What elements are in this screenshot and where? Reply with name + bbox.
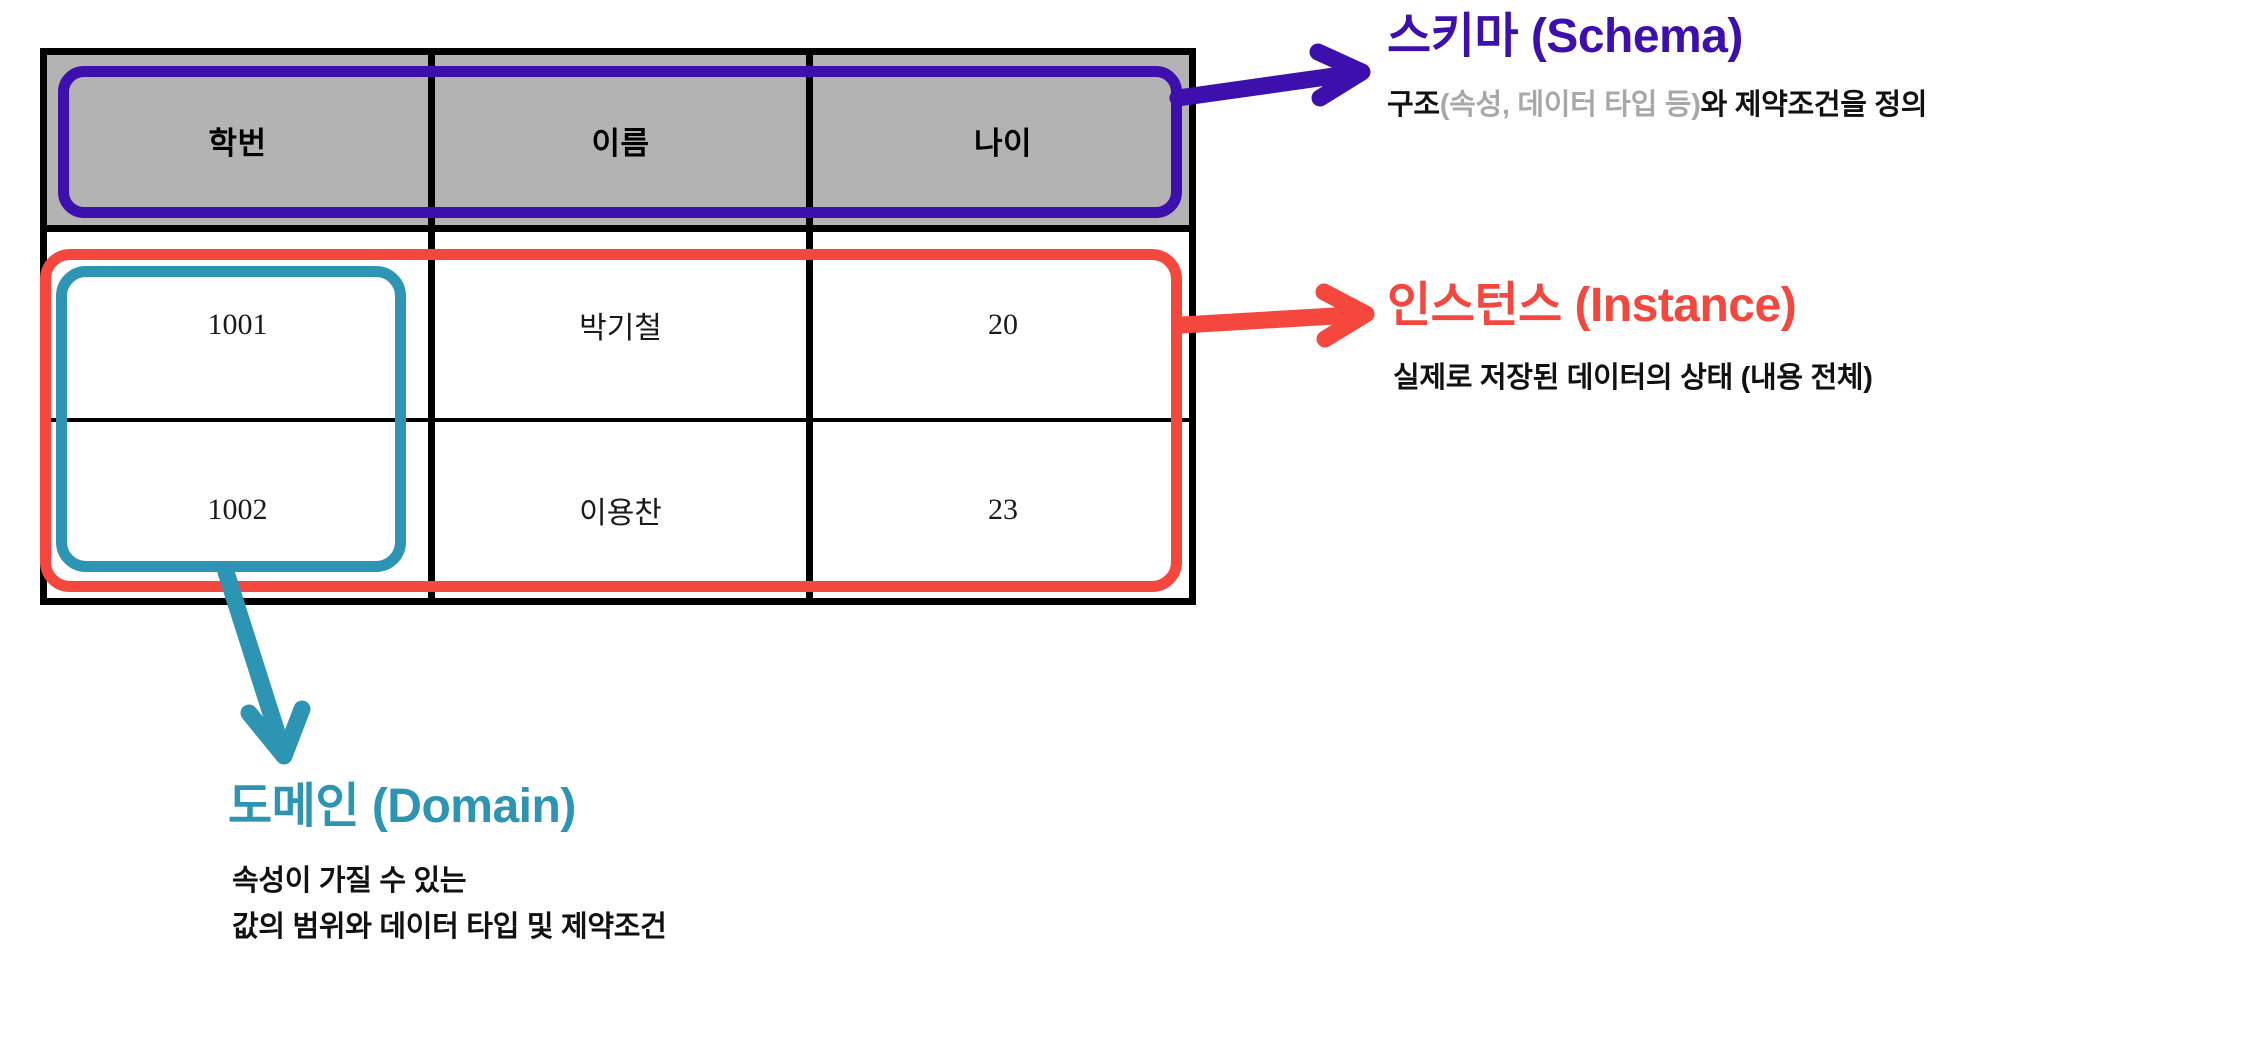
schema-desc-muted: (속성, 데이터 타입 등) [1439,89,1701,122]
cell-age: 23 [988,493,1018,526]
cell-name: 박기철 [428,232,813,418]
table-header-row: 학번 이름 나이 [47,55,1189,232]
instance-annotation: 인스턴스 (Instance) 실제로 저장된 데이터의 상태 (내용 전체) [1387,279,1873,399]
header-cell-student-id: 학번 [208,125,267,161]
schema-title: 스키마 (Schema) [1387,10,1743,63]
header-cell-name: 이름 [428,55,813,225]
schema-arrow-icon [1169,43,1371,107]
instance-description: 실제로 저장된 데이터의 상태 (내용 전체) [1393,362,1873,395]
table-row: 1002 이용찬 23 [47,422,1189,598]
instance-arrow-icon [1173,283,1375,348]
instance-title: 인스턴스 (Instance) [1387,279,1797,332]
table-row: 1001 박기철 20 [47,232,1189,422]
header-cell-age: 나이 [973,125,1033,161]
schema-description: 구조(속성, 데이터 타입 등)와 제약조건을 정의 [1387,84,1927,126]
domain-title: 도메인 (Domain) [228,780,576,833]
domain-description-line2: 값의 범위와 데이터 타입 및 제약조건 [232,911,667,944]
schema-desc-pre: 구조 [1387,89,1440,122]
cell-student-id: 1001 [207,308,268,341]
domain-annotation: 도메인 (Domain) 속성이 가질 수 있는 값의 범위와 데이터 타입 및… [228,780,667,948]
domain-description-line1: 속성이 가질 수 있는 [232,865,467,898]
schema-desc-post: 와 제약조건을 정의 [1700,89,1928,122]
schema-annotation: 스키마 (Schema) 구조(속성, 데이터 타입 등)와 제약조건을 정의 [1387,10,1927,126]
cell-age: 20 [988,308,1018,341]
relation-table: 학번 이름 나이 1001 박기철 20 1002 이용찬 23 [40,48,1196,605]
cell-student-id: 1002 [207,493,268,526]
cell-name: 이용찬 [428,422,813,598]
